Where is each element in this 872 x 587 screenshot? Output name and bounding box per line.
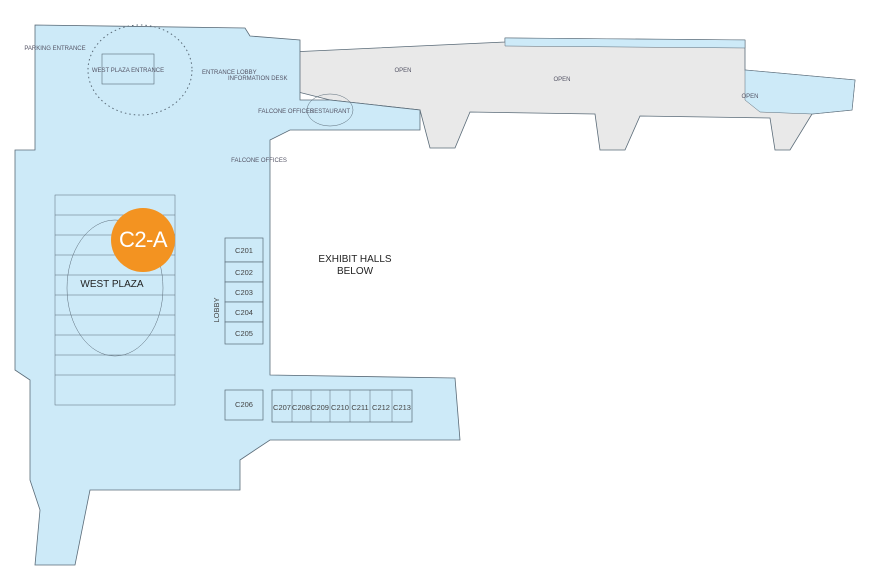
room-c203[interactable]: C203	[235, 288, 253, 297]
label-open-2: OPEN	[553, 77, 570, 83]
label-open-3: OPEN	[741, 94, 758, 100]
label-restaurant: RESTAURANT	[310, 109, 351, 115]
label-west-plaza-entrance: WEST PLAZA ENTRANCE	[92, 68, 164, 74]
room-c213[interactable]: C213	[393, 403, 411, 412]
label-falcone-offices-1: FALCONE OFFICES	[258, 109, 314, 115]
label-exhibit-halls-below: BELOW	[337, 266, 374, 277]
label-falcone-offices-2: FALCONE OFFICES	[231, 158, 287, 164]
label-parking-entrance: PARKING ENTRANCE	[24, 46, 85, 52]
label-open-1: OPEN	[394, 68, 411, 74]
room-c210[interactable]: C210	[331, 403, 349, 412]
room-c209[interactable]: C209	[311, 403, 329, 412]
room-c201[interactable]: C201	[235, 246, 253, 255]
room-c204[interactable]: C204	[235, 308, 253, 317]
room-c211[interactable]: C211	[351, 403, 368, 412]
room-c205[interactable]: C205	[235, 329, 253, 338]
label-information-desk: INFORMATION DESK	[228, 76, 288, 82]
room-c212[interactable]: C212	[372, 403, 390, 412]
room-c206[interactable]: C206	[235, 400, 253, 409]
floor-area	[744, 69, 856, 115]
label-lobby: LOBBY	[212, 297, 221, 322]
room-c208[interactable]: C208	[292, 403, 310, 412]
room-c202[interactable]: C202	[235, 268, 253, 277]
label-west-plaza: WEST PLAZA	[80, 279, 143, 290]
floor-area	[504, 37, 746, 49]
label-entrance-lobby: ENTRANCE LOBBY	[202, 70, 257, 76]
location-marker-c2-a[interactable]: C2-A	[111, 208, 175, 272]
room-c207[interactable]: C207	[273, 403, 291, 412]
label-exhibit-halls: EXHIBIT HALLS	[318, 254, 392, 265]
open-area	[289, 37, 856, 151]
